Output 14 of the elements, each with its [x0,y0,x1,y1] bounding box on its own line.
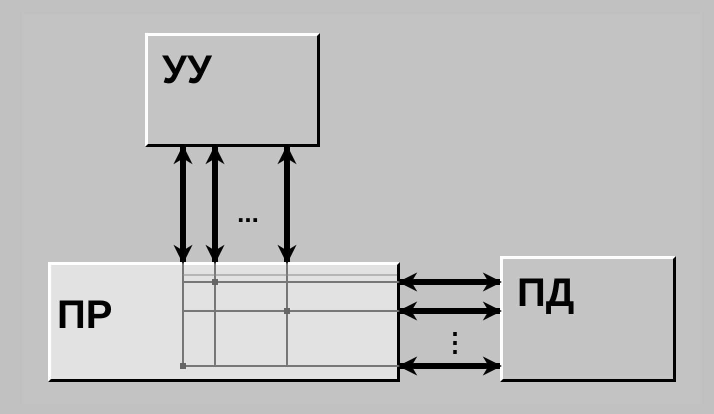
block-label: ПР [57,295,112,335]
block-box [145,33,320,147]
double-arrow [398,301,502,321]
double-arrow [205,145,225,264]
block-label: УУ [162,50,212,90]
double-arrow [398,272,502,292]
ellipsis-label: ... [236,200,260,226]
block-box [48,262,400,382]
block-label: ПД [517,273,574,313]
double-arrow [277,145,297,264]
block-box [500,256,676,382]
double-arrow [398,356,502,376]
ellipsis-label: ⋮ [444,326,466,359]
double-arrow [173,145,193,264]
